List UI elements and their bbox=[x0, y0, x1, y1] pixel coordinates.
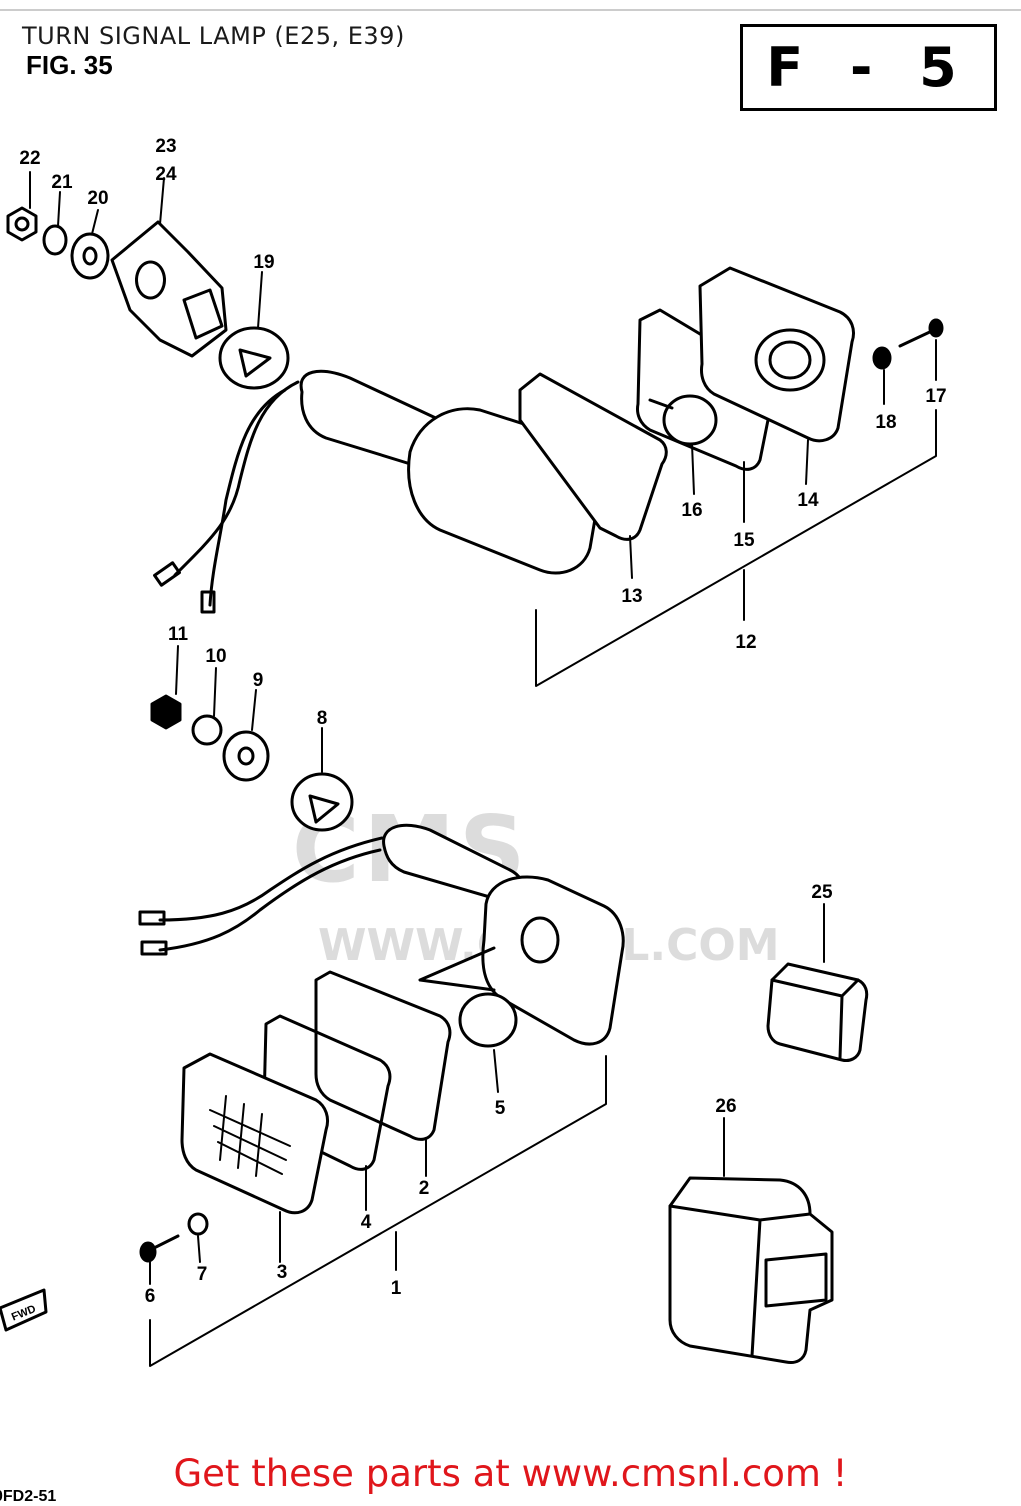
callout-6: 6 bbox=[145, 1286, 156, 1307]
callout-4: 4 bbox=[361, 1212, 372, 1233]
lock-washer-10 bbox=[191, 714, 223, 746]
screw-6-head bbox=[139, 1241, 157, 1263]
bracket-23-24 bbox=[110, 220, 228, 358]
lens-3 bbox=[180, 1052, 330, 1215]
washer-7 bbox=[187, 1212, 209, 1236]
callout-25: 25 bbox=[811, 882, 833, 903]
callout-13: 13 bbox=[621, 586, 642, 607]
leader-11 bbox=[175, 645, 179, 695]
leader-21 bbox=[57, 191, 61, 227]
gasket-13 bbox=[518, 372, 668, 541]
callout-3: 3 bbox=[277, 1262, 288, 1283]
grommet-8 bbox=[290, 772, 354, 832]
wire-lower bbox=[158, 836, 384, 922]
leader-10 bbox=[213, 667, 217, 717]
drawing-code: 0FD2-51 bbox=[0, 1488, 57, 1505]
gasket-2 bbox=[314, 970, 452, 1141]
nut-11 bbox=[150, 694, 182, 730]
bulb-5-guide bbox=[418, 946, 496, 992]
callout-18: 18 bbox=[875, 412, 896, 433]
lens-14-pattern-inner bbox=[768, 340, 812, 380]
callout-11: 11 bbox=[168, 624, 189, 645]
leader-13 bbox=[629, 535, 633, 579]
terminal-upper-a bbox=[153, 561, 181, 587]
nut-22 bbox=[6, 206, 38, 242]
leader-23-24 bbox=[159, 177, 165, 225]
callout-23: 23 bbox=[155, 136, 176, 157]
washer-20 bbox=[70, 232, 110, 280]
lens-3-grid bbox=[209, 1095, 291, 1177]
flasher-26-connector bbox=[764, 1252, 828, 1308]
bulb-5 bbox=[458, 992, 518, 1048]
callout-24: 24 bbox=[155, 164, 177, 185]
callout-14: 14 bbox=[797, 490, 819, 511]
leader-19 bbox=[257, 271, 263, 329]
wire-upper-2 bbox=[208, 388, 287, 607]
bracket-12 bbox=[535, 409, 937, 687]
washer-9 bbox=[222, 730, 270, 782]
bracket-slot bbox=[182, 288, 224, 340]
wire-lower-2 bbox=[158, 848, 382, 952]
terminal-lower-a bbox=[138, 910, 166, 926]
washer-9-hole bbox=[237, 746, 255, 766]
leader-20 bbox=[91, 209, 99, 235]
grommet-8-hole bbox=[308, 794, 340, 824]
callout-15: 15 bbox=[733, 530, 755, 551]
relay-25 bbox=[766, 962, 869, 1062]
callout-20: 20 bbox=[87, 188, 108, 209]
leader-16 bbox=[691, 443, 695, 495]
callout-1: 1 bbox=[391, 1278, 402, 1299]
forward-arrow bbox=[0, 1288, 48, 1332]
lens-14-pattern bbox=[754, 328, 826, 392]
socket-lower bbox=[520, 916, 560, 964]
washer-20-hole bbox=[82, 246, 98, 266]
leader-7 bbox=[197, 1235, 201, 1263]
flasher-26 bbox=[668, 1176, 834, 1364]
callout-7: 7 bbox=[197, 1264, 208, 1285]
callout-16: 16 bbox=[681, 500, 702, 521]
terminal-upper-b bbox=[200, 590, 216, 614]
callout-26: 26 bbox=[715, 1096, 736, 1117]
callout-21: 21 bbox=[51, 172, 73, 193]
get-parts-link[interactable]: Get these parts at www.cmsnl.com ! bbox=[173, 1452, 848, 1495]
figure-number: FIG. 35 bbox=[26, 50, 113, 80]
callout-17: 17 bbox=[925, 386, 946, 407]
bulb-16 bbox=[662, 394, 718, 446]
callout-5: 5 bbox=[495, 1098, 506, 1119]
section-code-box: F - 5 bbox=[740, 24, 997, 111]
callout-8: 8 bbox=[317, 708, 328, 729]
grommet-19 bbox=[218, 326, 290, 390]
leader-5 bbox=[493, 1049, 499, 1093]
diagram-title: TURN SIGNAL LAMP (E25, E39) bbox=[22, 22, 405, 50]
callout-labels: 22 21 20 23 24 19 13 15 16 14 18 17 12 1… bbox=[19, 136, 946, 1307]
washer-18 bbox=[872, 346, 892, 370]
leader-14 bbox=[805, 439, 809, 485]
bulb-16-base bbox=[648, 398, 674, 410]
callout-12: 12 bbox=[735, 632, 756, 653]
relay-25-edge-2 bbox=[838, 994, 844, 1060]
grommet-19-hole bbox=[238, 348, 272, 378]
bracket-bolt bbox=[135, 260, 166, 300]
wire-upper bbox=[173, 380, 300, 577]
callout-2: 2 bbox=[419, 1178, 430, 1199]
bracket-1 bbox=[149, 1055, 607, 1367]
nut-22-hole bbox=[14, 216, 30, 232]
callout-9: 9 bbox=[253, 670, 264, 691]
callout-22: 22 bbox=[19, 148, 40, 169]
lock-washer-21 bbox=[42, 224, 68, 256]
screw-17-shank bbox=[898, 328, 936, 348]
leader-9 bbox=[251, 689, 257, 731]
terminal-lower-b bbox=[140, 940, 168, 956]
screw-17-head bbox=[928, 318, 944, 338]
lens-14 bbox=[698, 266, 855, 443]
section-code: F - 5 bbox=[766, 36, 971, 99]
callout-19: 19 bbox=[253, 252, 274, 273]
callout-10: 10 bbox=[205, 646, 226, 667]
lamp-housing-lower bbox=[481, 875, 625, 1046]
flasher-26-edge-2 bbox=[750, 1218, 762, 1358]
